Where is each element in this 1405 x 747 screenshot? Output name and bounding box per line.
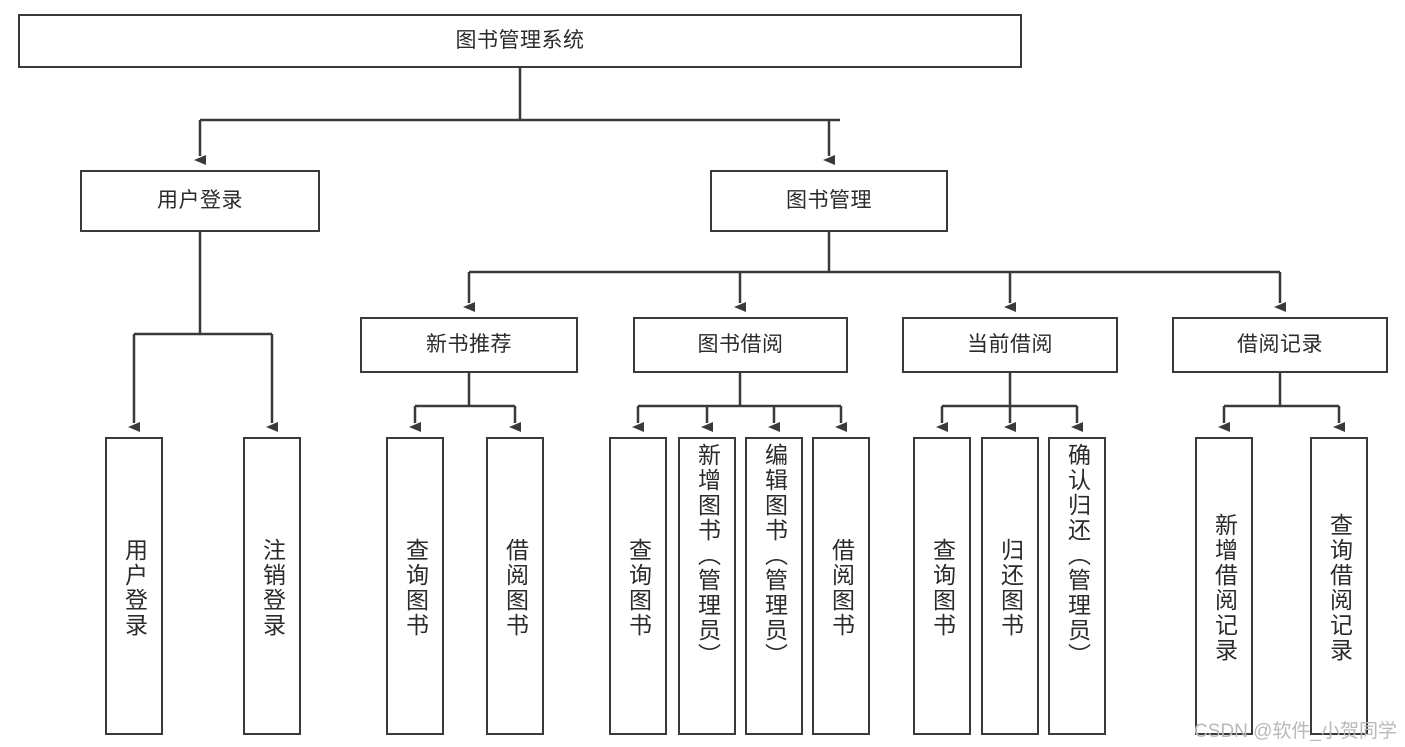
leaf-query-book-2[interactable]: 查询图书: [609, 437, 667, 735]
leaf-query-record-label: 查询借阅记录: [1326, 513, 1353, 663]
leaf-add-record[interactable]: 新增借阅记录: [1195, 437, 1253, 735]
leaf-borrow-book-1-label: 借阅图书: [502, 538, 529, 638]
node-book-borrow-label: 图书借阅: [697, 332, 784, 356]
leaf-query-book-3-label: 查询图书: [929, 538, 956, 638]
node-user-login-label: 用户登录: [157, 188, 243, 212]
leaf-add-book[interactable]: 新增图书（管理员）: [678, 437, 736, 735]
node-current-borrow-label: 当前借阅: [967, 332, 1053, 356]
leaf-confirm-return-label: 确认归还（管理员）: [1064, 443, 1091, 668]
leaf-query-book-3[interactable]: 查询图书: [913, 437, 971, 735]
leaf-user-login[interactable]: 用户登录: [105, 437, 163, 735]
node-book-borrow[interactable]: 图书借阅: [633, 317, 848, 373]
leaf-edit-book-label: 编辑图书（管理员）: [761, 443, 788, 668]
node-borrow-record-label: 借阅记录: [1237, 332, 1323, 356]
leaf-confirm-return[interactable]: 确认归还（管理员）: [1048, 437, 1106, 735]
node-book-manage[interactable]: 图书管理: [710, 170, 948, 232]
leaf-query-book-1-label: 查询图书: [402, 538, 429, 638]
leaf-add-book-label: 新增图书（管理员）: [694, 443, 721, 668]
node-new-book-recommend-label: 新书推荐: [426, 332, 512, 356]
leaf-borrow-book-2[interactable]: 借阅图书: [812, 437, 870, 735]
node-root[interactable]: 图书管理系统: [18, 14, 1022, 68]
leaf-query-book-1[interactable]: 查询图书: [386, 437, 444, 735]
leaf-return-book-label: 归还图书: [997, 538, 1024, 638]
node-user-login[interactable]: 用户登录: [80, 170, 320, 232]
leaf-logout-label: 注销登录: [259, 538, 286, 638]
leaf-edit-book[interactable]: 编辑图书（管理员）: [745, 437, 803, 735]
node-current-borrow[interactable]: 当前借阅: [902, 317, 1118, 373]
leaf-borrow-book-1[interactable]: 借阅图书: [486, 437, 544, 735]
node-root-label: 图书管理系统: [455, 28, 585, 52]
leaf-logout[interactable]: 注销登录: [243, 437, 301, 735]
leaf-return-book[interactable]: 归还图书: [981, 437, 1039, 735]
watermark: CSDN @软件_小贺同学: [1194, 721, 1397, 742]
leaf-user-login-label: 用户登录: [121, 538, 148, 638]
leaf-add-record-label: 新增借阅记录: [1211, 513, 1238, 663]
node-book-manage-label: 图书管理: [786, 188, 872, 212]
leaf-borrow-book-2-label: 借阅图书: [828, 538, 855, 638]
node-new-book-recommend[interactable]: 新书推荐: [360, 317, 578, 373]
leaf-query-book-2-label: 查询图书: [625, 538, 652, 638]
leaf-query-record[interactable]: 查询借阅记录: [1310, 437, 1368, 735]
node-borrow-record[interactable]: 借阅记录: [1172, 317, 1388, 373]
